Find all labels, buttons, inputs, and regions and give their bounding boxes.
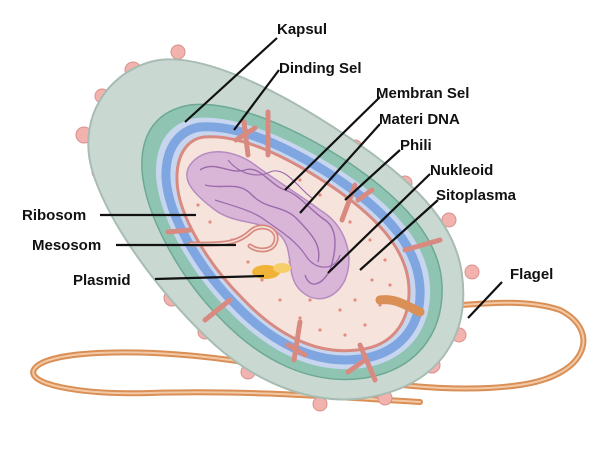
mesosome-inner [189,226,277,251]
label-kapsul: Kapsul [277,21,327,38]
label-nukleoid: Nukleoid [430,162,493,179]
pili [165,109,443,383]
label-phili: Phili [400,137,432,154]
label-plasmid: Plasmid [73,272,131,289]
label-dinding-sel: Dinding Sel [279,60,362,77]
label-mesosom: Mesosom [32,237,101,254]
nucleoid-dna [186,151,350,300]
label-materi-dna: Materi DNA [379,111,460,128]
label-membran-sel: Membran Sel [376,85,469,102]
flagellum-loop-highlight [32,299,585,403]
leader-lines [100,37,503,319]
label-sitoplasma: Sitoplasma [436,187,517,204]
flagellum-base [375,295,425,317]
label-ribosom: Ribosom [22,207,86,224]
label-flagel: Flagel [510,266,553,283]
membrane-blue [161,122,425,365]
